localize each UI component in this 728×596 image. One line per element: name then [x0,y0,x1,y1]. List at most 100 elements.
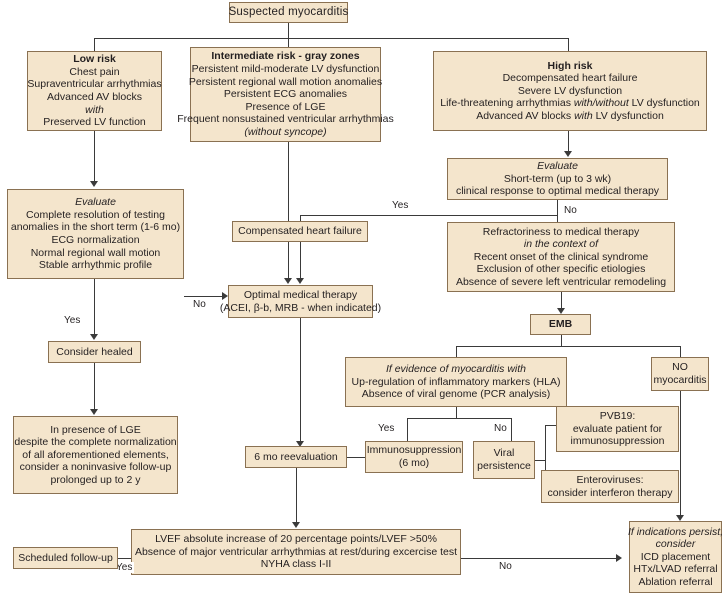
node-line: PVB19: [599,410,636,423]
node-line: If evidence of myocarditis with [385,363,527,376]
node-viral-persistence: Viral persistence [473,441,535,479]
node-line: of all aforementioned elements, [22,448,169,461]
edge-label-no: No [497,561,514,572]
node-line: clinical response to optimal medical the… [455,185,660,198]
node-line: (6 mo) [398,457,430,469]
edge-evidence-stem [456,407,457,418]
node-evaluate-left: Evaluate Complete resolution of testing … [7,189,184,279]
node-label: Suspected myocarditis [228,6,349,19]
edge-optimal-to-6mo [300,318,301,443]
node-lge-followup: In presence of LGE despite the complete … [13,416,178,494]
node-line: Decompensated heart failure [502,72,638,85]
node-line: Absence of major ventricular arrhythmias… [134,545,458,558]
node-heading: Evaluate [537,160,578,173]
arrowhead-down [90,181,98,187]
node-line: Chest pain [69,65,120,78]
arrowhead-right [616,554,622,562]
edge-healed-to-lge [94,363,95,413]
edge-chf-to-optimal [300,242,301,280]
edge-lvef-yes [118,558,131,559]
seg-italic: with [574,109,593,122]
node-line: with [85,103,104,116]
edge-label-yes: Yes [114,562,135,573]
node-line: Persistent ECG anomalies [223,88,348,101]
node-heading: Low risk [73,53,116,66]
node-line: persistence [477,460,531,472]
node-high-risk: High risk Decompensated heart failure Se… [433,51,707,131]
node-line: Optimal medical therapy [243,288,358,301]
node-consider-healed: Consider healed [48,341,141,363]
node-line: Severe LV dysfunction [517,84,623,97]
edge-viral-to-pvb19 [545,425,556,426]
node-line: Ablation referral [638,575,713,588]
node-line: Preserved LV function [43,116,146,129]
node-line: Absence of severe left ventricular remod… [455,275,667,288]
node-line: HTx/LVAD referral [633,563,718,576]
node-line: Exclusion of other specific etiologies [476,263,646,276]
edge-to-low-risk [94,38,95,51]
node-scheduled-followup: Scheduled follow-up [13,547,118,569]
node-line: NYHA class I-II [260,558,332,571]
edge-to-high-risk [568,38,569,51]
node-line: In presence of LGE [50,423,141,436]
arrowhead-right [222,292,228,300]
node-intermediate-risk: Intermediate risk - gray zones Persisten… [177,47,394,142]
edge-evalright-yes-run [300,215,558,216]
edge-label-yes: Yes [390,200,411,211]
node-evidence-myocarditis: If evidence of myocarditis with Up-regul… [345,357,567,407]
edge-label-yes: Yes [62,315,83,326]
edge-emb-to-nomyocarditis [680,346,681,357]
arrowhead-down [90,409,98,415]
edge-refractoriness-to-emb [561,292,562,310]
edge-evidence-no [511,418,512,441]
edge-evidence-distributor [407,418,511,419]
arrowhead-down [284,278,292,284]
edge-evaluateleft-no [184,296,226,297]
node-emb: EMB [530,314,591,335]
node-line: If indications persist, [627,525,724,538]
node-6mo-reevaluation: 6 mo reevaluation [245,446,347,468]
node-optimal-medical-therapy: Optimal medical therapy (ACEI, β-b, MRB … [220,285,381,318]
edge-evaluateleft-yes [94,279,95,336]
node-enteroviruses: Enteroviruses: consider interferon thera… [541,470,679,503]
node-evaluate-right: Evaluate Short-term (up to 3 wk) clinica… [447,158,668,200]
edge-intermediate-to-optimal [288,142,289,280]
edge-emb-stem [561,335,562,346]
node-pvb19: PVB19: evaluate patient for immunosuppre… [556,406,679,452]
node-line: Presence of LGE [245,100,326,113]
node-line: Normal regional wall motion [30,246,161,259]
node-line-mixed: Life-threatening arrhythmias with/withou… [440,97,700,110]
node-line: Persistent mild-moderate LV dysfunction [191,63,380,76]
node-immunosuppression: Immunosuppression (6 mo) [365,441,463,473]
node-indications-persist: If indications persist, consider ICD pla… [627,521,724,593]
edge-evidence-yes [407,418,408,441]
node-line: Stable arrhythmic profile [38,259,153,272]
node-line: consider interferon therapy [547,486,673,499]
node-heading: High risk [547,59,593,72]
seg: LV dysfunction [628,97,700,110]
arrowhead-down [296,278,304,284]
arrowhead-down [564,151,572,157]
node-label: Scheduled follow-up [18,551,113,564]
node-line: (ACEI, β-b, MRB - when indicated) [219,301,382,314]
node-line: prolonged up to 2 y [50,473,141,486]
edge-label-yes: Yes [376,423,397,434]
node-line: Frequent nonsustained ventricular arrhyt… [177,113,394,126]
node-line: Up-regulation of inflammatory markers (H… [351,375,561,388]
node-line: ECG normalization [51,234,140,246]
edge-lowrisk-to-evaluate [94,131,95,183]
node-line: LVEF absolute increase of 20 percentage … [155,533,437,546]
node-line: Short-term (up to 3 wk) [503,172,612,185]
node-low-risk: Low risk Chest pain Supraventricular arr… [27,51,162,131]
arrowhead-down [676,515,684,521]
edge-evalright-no [557,215,558,222]
edge-nomyocarditis-down [680,391,681,519]
edge-lvef-no [461,558,620,559]
edge-label-no: No [562,205,579,216]
edge-emb-distributor [456,346,680,347]
arrowhead-down [292,522,300,528]
node-compensated-hf: Compensated heart failure [232,221,368,242]
seg: Life-threatening arrhythmias [440,97,574,110]
node-line: Persistent regional wall motion anomalie… [188,75,383,88]
